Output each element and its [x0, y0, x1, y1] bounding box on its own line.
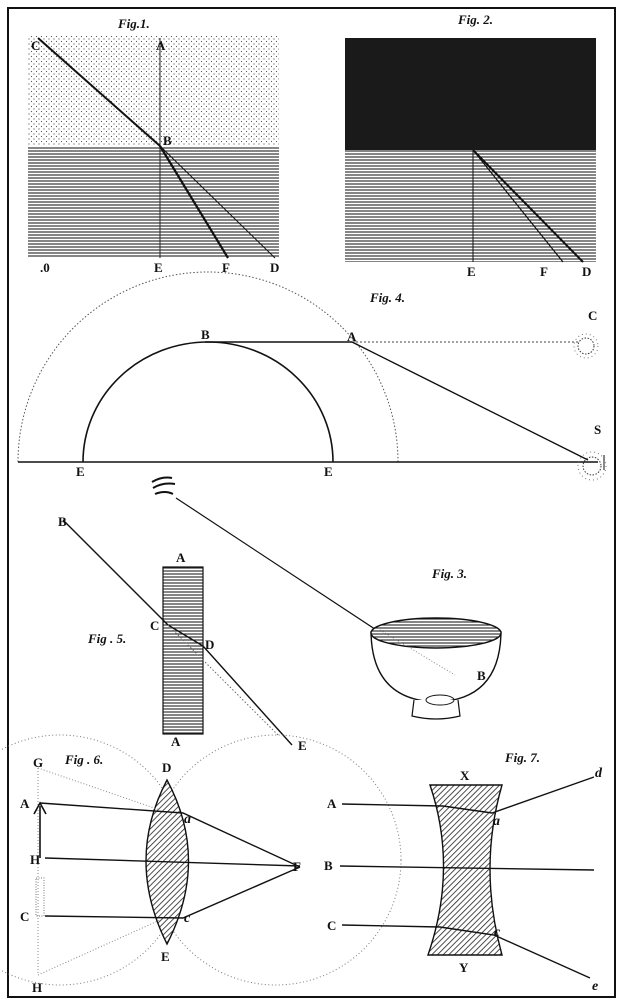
fig3-caption: Fig. 3.	[431, 566, 467, 581]
bowl-foot	[411, 699, 461, 720]
fig6-caption: Fig . 6.	[64, 752, 103, 767]
label-E: E	[161, 949, 170, 964]
figure-5: Fig . 5. B A C D A E	[58, 514, 307, 753]
emergent-ray	[202, 645, 293, 746]
ray	[472, 149, 584, 263]
coin-icon	[425, 694, 455, 706]
ray-A	[341, 776, 595, 814]
fig4-caption: Fig. 4.	[369, 290, 405, 305]
eye-icon	[151, 476, 176, 495]
label-B: B	[201, 327, 210, 342]
label-E: E	[154, 260, 163, 275]
water-region	[28, 146, 279, 258]
bowl-water-surface	[370, 617, 502, 649]
label-F: F	[222, 260, 230, 275]
label-A: A	[20, 796, 30, 811]
label-C: C	[150, 618, 159, 633]
refracted-ray	[159, 145, 229, 259]
refracted-ray	[472, 149, 564, 263]
label-E-right: E	[324, 464, 333, 479]
figure-1: Fig.1. C A B .0 E F D	[28, 16, 279, 275]
atmosphere-arc	[17, 271, 399, 463]
label-E-left: E	[76, 464, 85, 479]
label-Y: Y	[459, 960, 469, 975]
incident-ray	[37, 37, 161, 147]
ray-C	[341, 924, 591, 979]
air-region	[28, 36, 279, 146]
label-F: F	[293, 859, 301, 874]
label-O: .0	[40, 260, 50, 275]
label-d: d	[595, 766, 603, 781]
figure-2: Fig. 2. E F D	[345, 12, 596, 279]
figure-4: Fig. 4. B A C S E E	[17, 271, 607, 481]
fig1-caption: Fig.1.	[117, 16, 150, 31]
label-A: A	[327, 796, 337, 811]
ray-AS	[351, 341, 589, 461]
label-A: A	[156, 38, 166, 53]
glass-plate	[162, 566, 204, 735]
label-S: S	[594, 422, 601, 437]
sun-real-icon	[577, 451, 607, 481]
label-E: E	[467, 264, 476, 279]
dotted-ray-H	[37, 919, 161, 976]
label-B: B	[477, 668, 486, 683]
label-B: B	[58, 514, 67, 529]
earth-arc	[82, 341, 334, 463]
continued-ray	[167, 624, 279, 736]
concave-lens	[427, 784, 503, 956]
label-G: G	[33, 755, 43, 770]
figure-6: Fig . 6. G A H C H D E a c F	[0, 734, 402, 995]
label-A: A	[347, 329, 357, 344]
ray-C	[44, 866, 301, 919]
label-A-bottom: A	[171, 734, 181, 749]
refracted-ray	[167, 624, 204, 647]
ray-A	[39, 802, 301, 868]
figure-3: Fig. 3. B	[151, 476, 502, 720]
refracted-sight	[379, 629, 456, 676]
ray-B	[339, 865, 595, 871]
label-c: c	[494, 925, 501, 940]
label-D: D	[162, 760, 171, 775]
label-B: B	[163, 133, 172, 148]
candle-icon	[35, 877, 45, 917]
label-e: e	[592, 979, 598, 994]
plate-border	[7, 7, 616, 998]
label-a: a	[184, 812, 191, 827]
unrefracted-ray	[159, 145, 276, 259]
label-c: c	[184, 911, 191, 926]
label-C: C	[31, 38, 40, 53]
label-B: B	[324, 858, 333, 873]
label-C: C	[327, 918, 336, 933]
label-F: F	[540, 264, 548, 279]
label-H-bottom: H	[32, 980, 42, 995]
label-D: D	[582, 264, 591, 279]
label-D: D	[270, 260, 279, 275]
label-A-top: A	[176, 550, 186, 565]
label-H-mid: H	[30, 852, 40, 867]
fig5-caption: Fig . 5.	[87, 631, 126, 646]
label-C: C	[20, 909, 29, 924]
label-D: D	[205, 637, 214, 652]
incident-ray	[62, 519, 169, 626]
sun-apparent-icon	[573, 333, 599, 359]
label-E: E	[298, 738, 307, 753]
ray-H	[44, 857, 301, 867]
dotted-ray-G	[37, 767, 161, 811]
figure-7: Fig. 7. X Y A B C a c d e	[324, 750, 603, 994]
dense-region	[345, 38, 596, 150]
label-X: X	[460, 768, 470, 783]
fig2-caption: Fig. 2.	[457, 12, 493, 27]
water-region	[345, 150, 596, 262]
label-a: a	[493, 814, 500, 829]
label-C: C	[588, 308, 597, 323]
fig7-caption: Fig. 7.	[504, 750, 540, 765]
